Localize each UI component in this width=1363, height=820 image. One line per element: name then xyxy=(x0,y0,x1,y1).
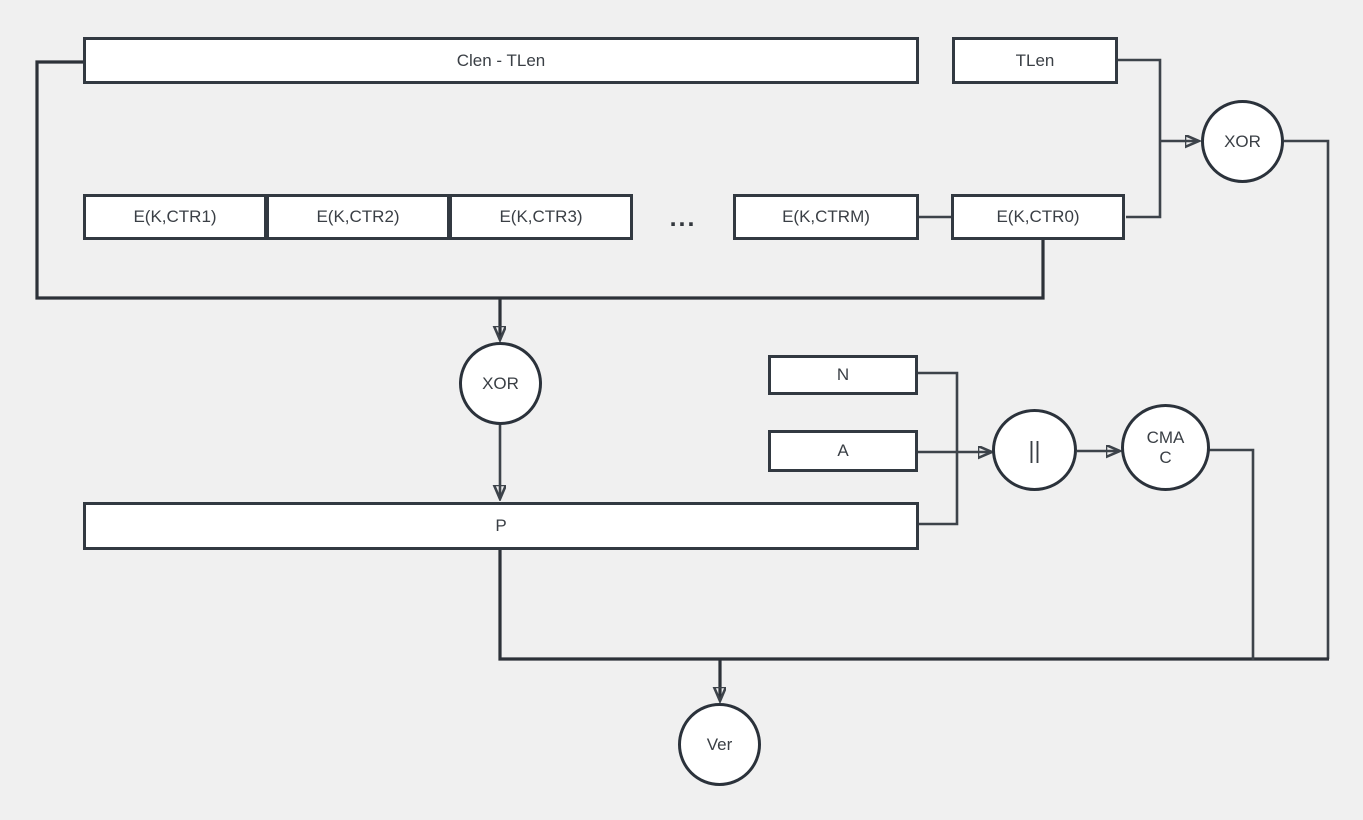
e-k-ctr2-label: E(K,CTR2) xyxy=(316,207,400,227)
plaintext-label: P xyxy=(495,516,507,536)
connector-p-bottom-rail xyxy=(498,550,1329,661)
associated-data-label: A xyxy=(837,441,849,461)
xor-top-node: XOR xyxy=(1201,100,1284,183)
xor-top-label: XOR xyxy=(1224,131,1261,151)
e-k-ctr3-box: E(K,CTR3) xyxy=(449,194,633,240)
concat-node: || xyxy=(992,409,1077,491)
verify-node: Ver xyxy=(678,703,761,786)
verify-label: Ver xyxy=(706,734,733,754)
cmac-label: CMAC xyxy=(1146,427,1185,467)
clen-minus-tlen-box: Clen - TLen xyxy=(83,37,919,84)
ellipsis-dots: ... xyxy=(669,203,697,232)
connector-cmac-output xyxy=(1209,448,1255,660)
plaintext-box: P xyxy=(83,502,919,550)
connector-tlen-ctr0 xyxy=(1118,58,1162,219)
cmac-node: CMAC xyxy=(1121,404,1210,491)
xor-mid-label: XOR xyxy=(482,373,519,393)
e-k-ctrm-label: E(K,CTRM) xyxy=(782,207,870,227)
nonce-box: N xyxy=(768,355,918,395)
e-k-ctr0-box: E(K,CTR0) xyxy=(951,194,1125,240)
connector-ctr0-feedback xyxy=(35,60,1045,300)
connector-xor-top-output xyxy=(1284,139,1330,659)
clen-minus-tlen-label: Clen - TLen xyxy=(456,50,546,70)
xor-mid-node: XOR xyxy=(459,342,542,425)
associated-data-box: A xyxy=(768,430,918,472)
concat-label: || xyxy=(1028,436,1041,463)
tlen-box: TLen xyxy=(952,37,1118,84)
e-k-ctr3-label: E(K,CTR3) xyxy=(499,207,583,227)
e-k-ctrm-box: E(K,CTRM) xyxy=(733,194,919,240)
connector-n-p-bus xyxy=(918,371,959,526)
e-k-ctr2-box: E(K,CTR2) xyxy=(266,194,450,240)
e-k-ctr1-label: E(K,CTR1) xyxy=(133,207,217,227)
e-k-ctr1-box: E(K,CTR1) xyxy=(83,194,267,240)
nonce-label: N xyxy=(836,365,850,385)
e-k-ctr0-label: E(K,CTR0) xyxy=(996,207,1080,227)
tlen-label: TLen xyxy=(1015,50,1055,70)
